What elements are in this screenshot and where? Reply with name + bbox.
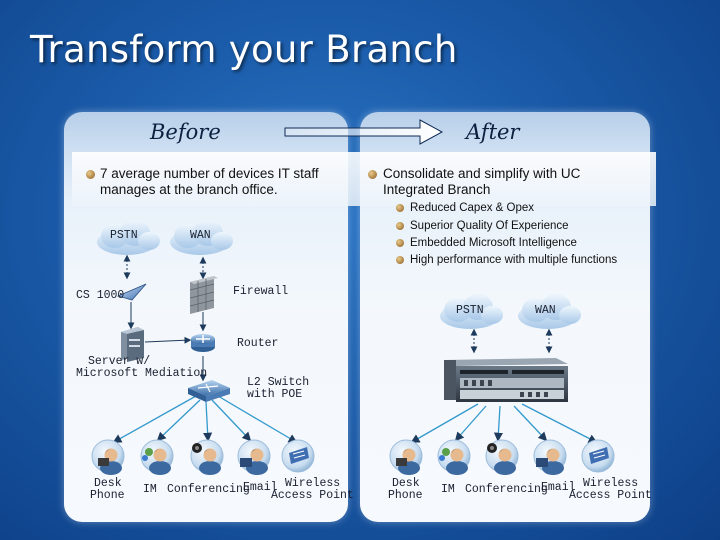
switch-icon [188,380,230,402]
desk-phone-label: Phone [388,489,423,502]
bullet-icon [368,170,377,179]
pstn-label: PSTN [456,304,484,317]
pstn-label: PSTN [110,229,138,242]
wan-label: WAN [535,304,556,317]
wireless-label: Access Point [569,489,652,502]
im-label: IM [441,483,455,496]
bullet-icon [396,204,404,212]
before-endpoint-links [112,395,298,443]
firewall-icon [189,276,218,314]
bullet-icon [396,222,404,230]
user-icon [281,439,315,473]
after-sub-bullet: High performance with multiple functions [410,254,618,266]
server-label: Microsoft Mediation [76,367,208,380]
user-icon [389,439,423,476]
wireless-label: Wireless [583,477,639,490]
user-icon [581,439,615,473]
email-label: Email [243,481,278,494]
user-icon [437,439,471,476]
cs1000-label: CS 1000 [76,289,125,302]
im-label: IM [143,483,157,496]
after-bullet-line-2: Integrated Branch [383,182,491,197]
after-endpoint-links [410,403,598,443]
before-heading: Before [150,120,221,144]
transition-arrow-icon [284,119,444,145]
user-icon [190,439,224,476]
router-icon [190,333,216,353]
bullet-icon [396,239,404,247]
user-icon [237,439,271,476]
integrated-branch-appliance-icon [444,358,568,402]
before-bullet-line-1: 7 average number of devices IT staff [100,166,319,181]
desk-phone-label: Desk [392,477,420,490]
server-label: Server w/ [88,355,151,368]
after-sub-bullet: Reduced Capex & Opex [410,202,535,214]
after-links [470,328,553,354]
server-icon [121,327,144,362]
header-band [72,152,656,206]
after-bullet-line-1: Consolidate and simplify with UC [383,166,581,181]
wireless-label: Access Point [271,489,354,502]
before-links [123,254,207,382]
switch-label: L2 Switch [247,376,310,389]
switch-label: with POE [247,388,303,401]
firewall-label: Firewall [233,285,289,298]
after-heading: After [466,120,520,144]
wireless-label: Wireless [285,477,341,490]
desk-phone-label: Phone [90,489,125,502]
before-bullet-line-2: manages at the branch office. [100,182,278,197]
bullet-icon [86,170,95,179]
conferencing-label: Conferencing [465,483,548,496]
user-icon [485,439,519,476]
after-sub-bullet: Superior Quality Of Experience [410,220,569,232]
email-label: Email [541,481,576,494]
bullet-icon [396,256,404,264]
pbx-icon [116,283,147,301]
desk-phone-label: Desk [94,477,122,490]
wan-label: WAN [190,229,211,242]
user-icon [140,439,174,476]
after-sub-bullet: Embedded Microsoft Intelligence [410,237,577,249]
slide-title: Transform your Branch [30,28,458,71]
conferencing-label: Conferencing [167,483,250,496]
user-icon [533,439,567,476]
user-icon [91,439,125,476]
router-label: Router [237,337,279,350]
